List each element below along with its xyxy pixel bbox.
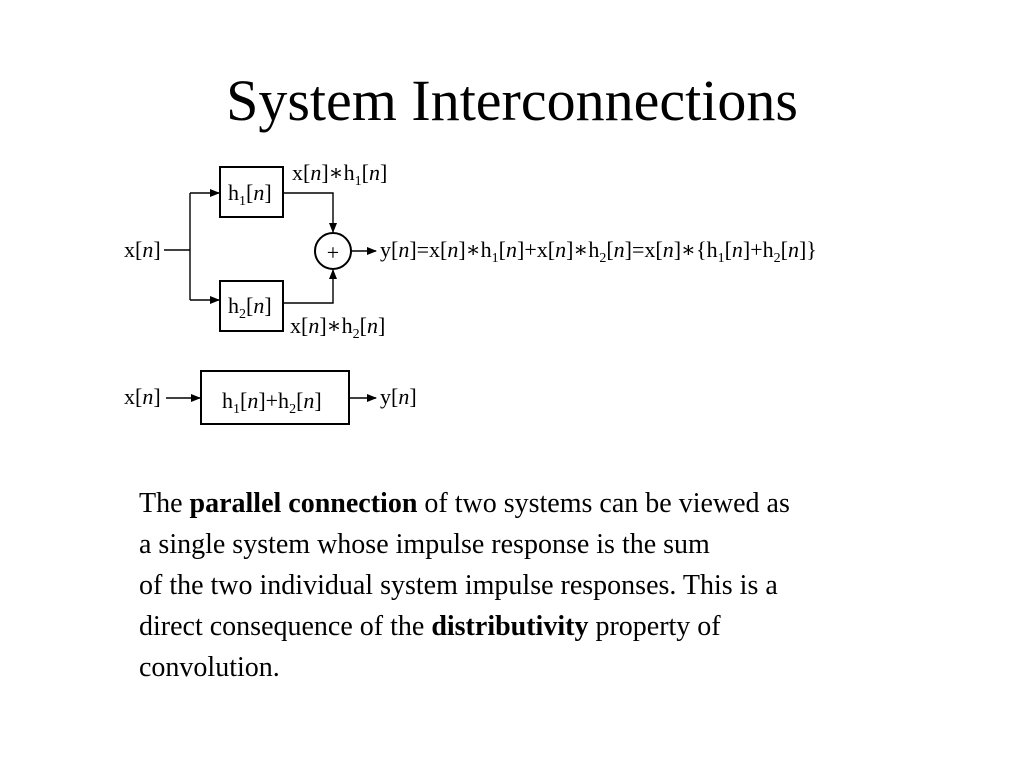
h2-label: h2[n] [228, 293, 272, 322]
branch2-output-label: x[n]∗h2[n] [290, 313, 385, 342]
parallel-output-equation: y[n]=x[n]∗h1[n]+x[n]∗h2[n]=x[n]∗{h1[n]+h… [380, 237, 817, 266]
equivalent-input-label: x[n] [124, 384, 161, 409]
body-text-span: convolution. [139, 652, 280, 683]
branch1-output-arrow [283, 192, 337, 233]
body-text-span: of the two individual system impulse res… [139, 570, 778, 601]
body-line: The parallel connection of two systems c… [139, 483, 959, 524]
body-text-span: of two systems can be viewed as [417, 488, 790, 519]
branch2-output-arrow [283, 269, 337, 304]
term-parallel-connection: parallel connection [189, 488, 418, 519]
body-text-span: a single system whose impulse response i… [139, 529, 710, 560]
term-distributivity: distributivity [431, 611, 589, 642]
slide-title: System Interconnections [226, 68, 798, 133]
body-line: convolution. [139, 647, 959, 688]
body-line: of the two individual system impulse res… [139, 565, 959, 606]
h1-block [219, 166, 284, 218]
body-text-span: property of [588, 611, 721, 642]
body-text-span: The [139, 488, 190, 519]
body-line: direct consequence of the distributivity… [139, 606, 959, 647]
body-text-span: direct consequence of the [139, 611, 432, 642]
parallel-connection: x[n] h1[n] h2[n] x[n]∗h1[n] x[n]∗h2[n] +… [124, 160, 817, 342]
h1-label: h1[n] [228, 180, 272, 209]
body-line: a single system whose impulse response i… [139, 524, 959, 565]
explanation-text: The parallel connection of two systems c… [139, 483, 959, 688]
h2-block [219, 280, 284, 332]
equivalent-output-label: y[n] [380, 384, 417, 409]
adder-symbol: + [327, 240, 339, 265]
parallel-input-label: x[n] [124, 237, 161, 262]
equivalent-block [200, 370, 350, 425]
equivalent-system: x[n] h1[n]+h2[n] y[n] [124, 370, 417, 425]
branch1-output-label: x[n]∗h1[n] [292, 160, 387, 189]
